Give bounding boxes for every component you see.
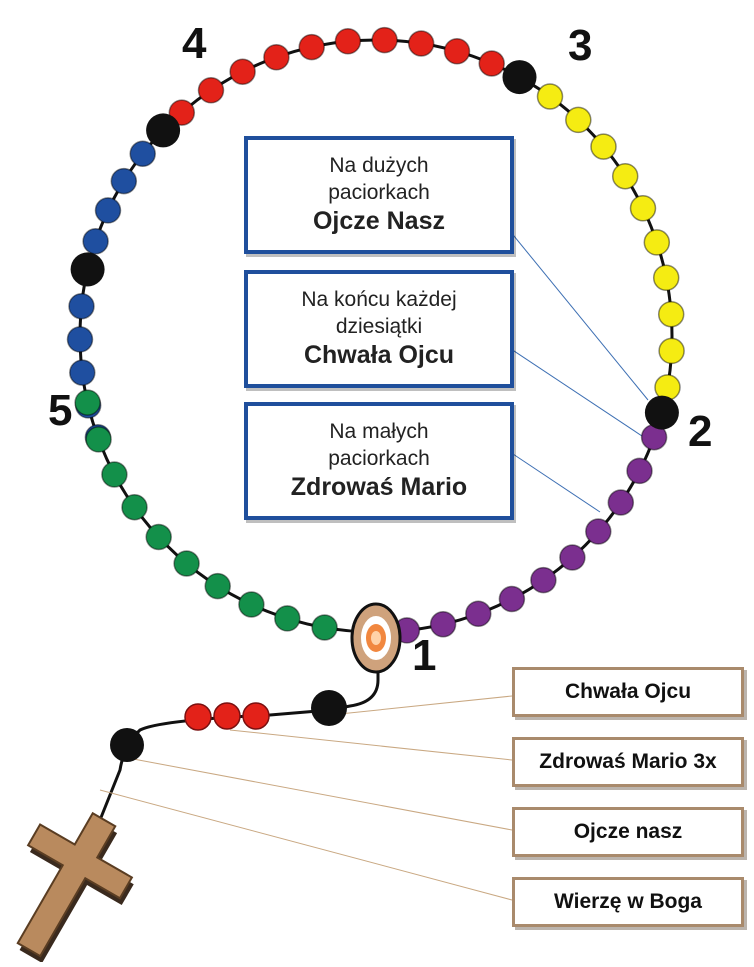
hail-mary-bead-decade-1 <box>465 600 492 628</box>
hail-mary-bead-decade-5 <box>121 493 148 521</box>
hail-mary-bead-decade-2 <box>611 162 639 190</box>
connector-our-father <box>504 224 649 401</box>
hail-mary-bead-decade-5 <box>311 614 338 641</box>
decade-number-3: 3 <box>568 21 592 70</box>
connector-creed <box>99 789 513 901</box>
our-father-bead-creed <box>110 728 144 762</box>
our-father-bead <box>644 395 679 430</box>
hail-mary-bead-decade-5 <box>238 591 265 618</box>
hail-mary-bead-decade-3 <box>443 38 471 65</box>
hail-mary-bead-decade-1 <box>429 611 457 638</box>
hail-mary-bead-decade-4 <box>66 326 94 353</box>
hail-mary-bead-decade-5 <box>74 389 101 416</box>
hail-mary-bead-decade-3 <box>263 44 290 71</box>
hail-mary-bead-decade-5 <box>173 550 200 577</box>
hail-mary-bead-decade-2 <box>590 133 617 160</box>
info-box-title: Chwała Ojcu <box>303 341 455 369</box>
hail-mary-bead-decade-2 <box>657 300 685 328</box>
hail-mary-bead-decade-4 <box>82 228 109 255</box>
hail-mary-bead-decade-2 <box>658 337 685 365</box>
hail-mary-bead-decade-5 <box>85 426 112 453</box>
decade-number-1: 1 <box>412 631 436 680</box>
hail-mary-bead-intro <box>242 702 270 730</box>
decade-number-5: 5 <box>48 386 72 435</box>
medal-icon <box>350 602 402 674</box>
hail-mary-bead-decade-1 <box>559 544 586 571</box>
decade-number-2: 2 <box>688 407 712 456</box>
our-father-bead <box>146 113 181 148</box>
hail-mary-bead-decade-5 <box>101 461 128 488</box>
prayer-box-hail-mary: Zdrowaś Mario 3x <box>512 737 744 787</box>
rosary-beads <box>66 26 685 644</box>
prayer-box-our-father: Ojcze nasz <box>512 807 744 857</box>
hail-mary-bead-intro <box>184 703 212 731</box>
hail-mary-bead-decade-5 <box>145 523 172 551</box>
info-box-line: Na dużych <box>329 154 429 177</box>
hail-mary-bead-decade-4 <box>129 140 156 168</box>
hail-mary-bead-decade-1 <box>498 585 526 613</box>
hail-mary-bead-decade-2 <box>536 83 564 110</box>
connector-glory-be <box>504 344 649 441</box>
info-box-title: Ojcze Nasz <box>312 207 445 235</box>
hail-mary-bead-decade-4 <box>68 292 95 320</box>
info-box-our-father: Na dużych paciorkach Ojcze Nasz <box>244 136 514 254</box>
info-box-line: dziesiątki <box>335 315 423 338</box>
hail-mary-bead-decade-3 <box>298 33 325 61</box>
connector-glory-be-intro <box>329 695 513 716</box>
prayer-box-creed: Wierzę w Boga <box>512 877 744 927</box>
our-father-bead-intro <box>311 690 347 726</box>
info-box-title: Zdrowaś Mario <box>290 473 468 501</box>
info-box-line: Na małych <box>329 420 429 443</box>
info-box-glory-be: Na końcu każdej dziesiątki Chwała Ojcu <box>244 270 514 388</box>
hail-mary-bead-decade-1 <box>626 457 653 485</box>
hail-mary-bead-decade-4 <box>94 197 122 224</box>
hail-mary-bead-decade-2 <box>629 195 657 222</box>
info-box-hail-mary: Na małych paciorkach Zdrowaś Mario <box>244 402 514 520</box>
our-father-bead <box>70 252 105 287</box>
connector-hail-mary-intro <box>229 729 513 761</box>
hail-mary-bead-decade-2 <box>652 264 680 292</box>
hail-mary-bead-decade-2 <box>565 106 592 134</box>
prayer-box-glory-be: Chwała Ojcu <box>512 667 744 717</box>
cross-icon <box>16 811 134 964</box>
hail-mary-bead-decade-1 <box>585 518 612 545</box>
hail-mary-bead-decade-4 <box>110 167 138 195</box>
hail-mary-bead-decade-3 <box>407 30 435 57</box>
our-father-bead <box>502 60 537 95</box>
hail-mary-bead-decade-3 <box>334 28 362 55</box>
hail-mary-bead-decade-5 <box>204 572 231 600</box>
info-box-line: paciorkach <box>328 181 430 204</box>
info-box-line: paciorkach <box>328 447 430 470</box>
hail-mary-bead-decade-1 <box>530 566 557 594</box>
hail-mary-bead-decade-1 <box>607 489 635 516</box>
hail-mary-bead-intro <box>213 702 241 730</box>
hail-mary-bead-decade-4 <box>69 359 96 386</box>
hail-mary-bead-decade-3 <box>371 26 398 54</box>
hail-mary-bead-decade-2 <box>643 229 671 256</box>
hail-mary-bead-decade-3 <box>197 77 225 104</box>
hail-mary-bead-decade-5 <box>274 605 301 632</box>
hail-mary-bead-decade-3 <box>478 50 505 77</box>
decade-number-4: 4 <box>182 19 207 68</box>
connector-our-father-intro <box>127 757 513 831</box>
hail-mary-bead-decade-3 <box>229 58 256 85</box>
info-box-line: Na końcu każdej <box>301 288 457 311</box>
